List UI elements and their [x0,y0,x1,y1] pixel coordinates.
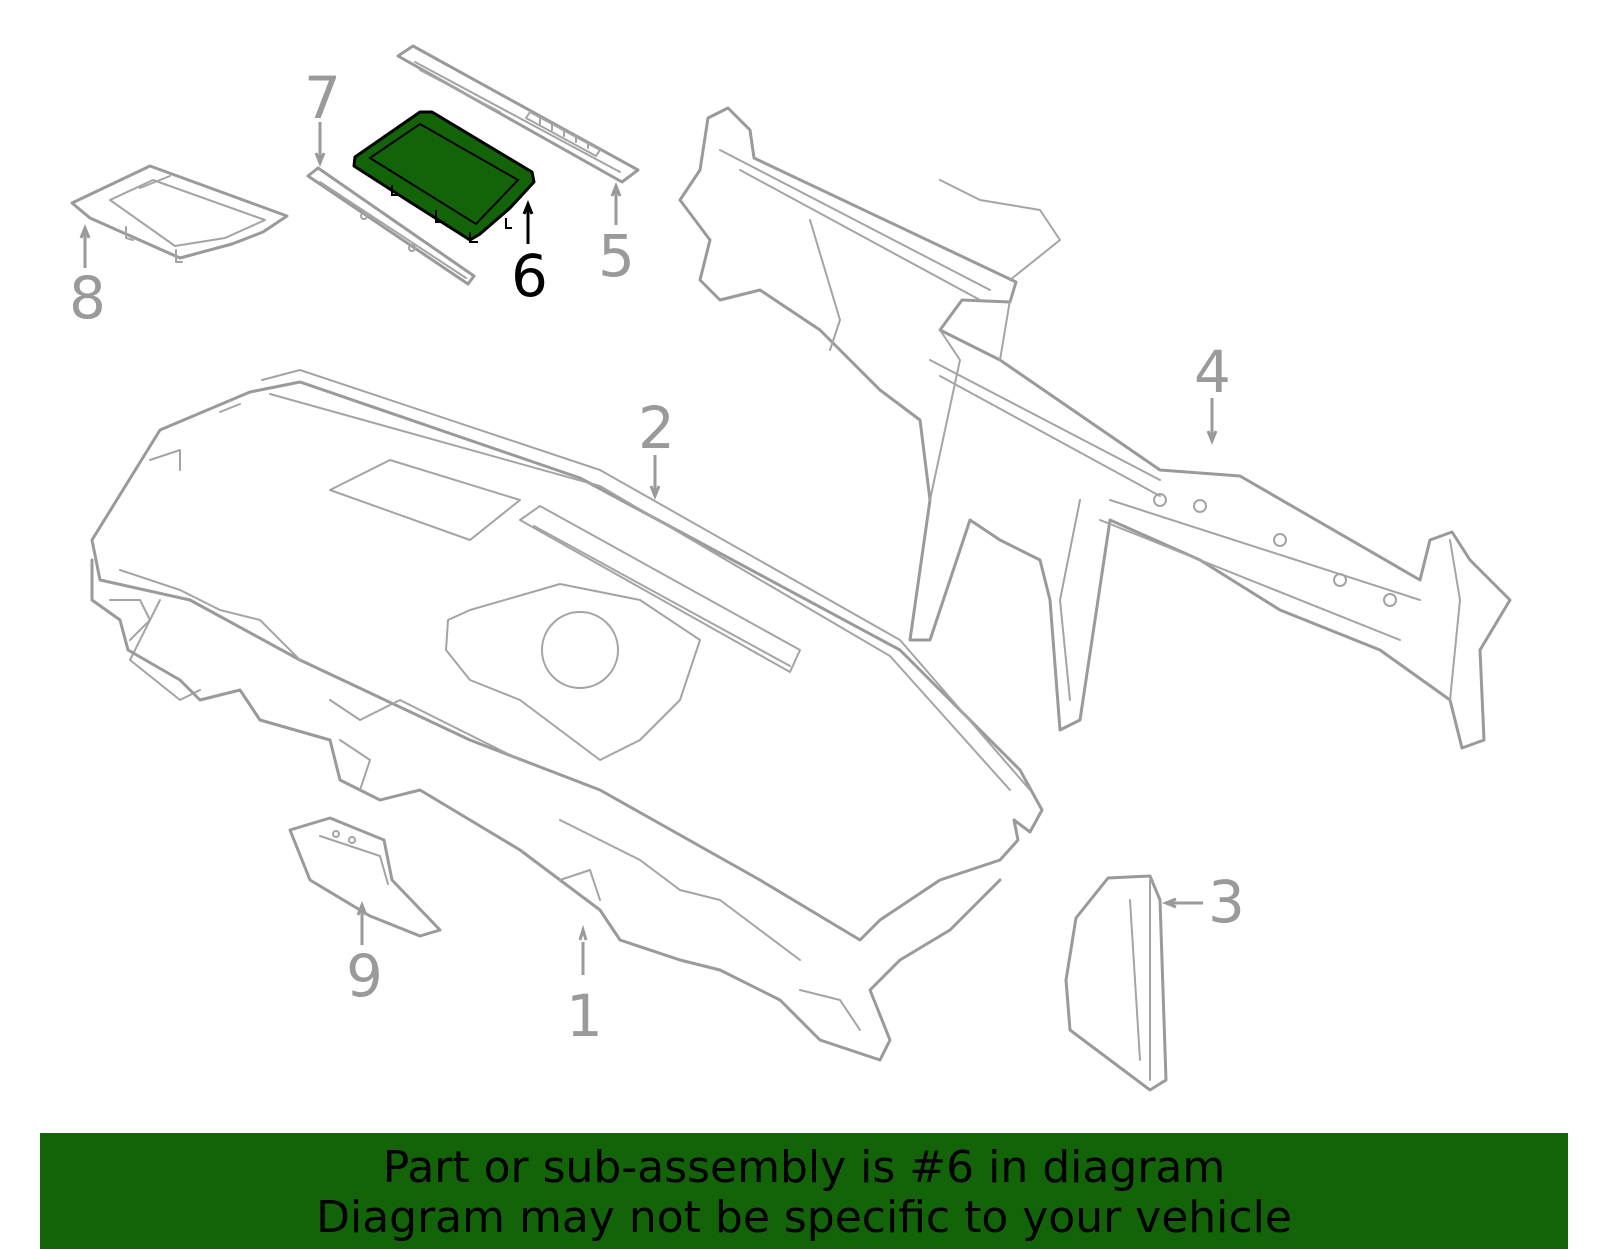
part-6-display-panel[interactable] [352,110,536,243]
callout-3: 3 [1208,868,1245,936]
part-3-side-panel[interactable] [1064,874,1168,1092]
callout-1: 1 [566,982,603,1050]
part-2-instrument-panel[interactable] [90,369,1044,942]
callout-9: 9 [346,942,383,1010]
part-8-pocket-tray[interactable] [70,164,289,263]
callout-8: 8 [69,264,106,332]
callout-6: 6 [511,242,548,310]
info-banner: Part or sub-assembly is #6 in diagram Di… [40,1133,1568,1249]
callout-leaders [79,122,1218,975]
callout-4: 4 [1194,338,1231,406]
callout-5: 5 [598,222,635,290]
part-5-defroster-vent[interactable] [396,44,640,184]
part-7-trim-strip[interactable] [306,166,476,286]
callout-2: 2 [638,394,675,462]
banner-line-2: Diagram may not be specific to your vehi… [316,1192,1292,1243]
part-1-substructure[interactable] [90,558,1002,1062]
part-9-bracket[interactable] [288,816,442,938]
part-4-cross-car-beam[interactable] [678,106,1512,750]
banner-line-1: Part or sub-assembly is #6 in diagram [382,1142,1226,1193]
callout-7: 7 [304,64,341,132]
